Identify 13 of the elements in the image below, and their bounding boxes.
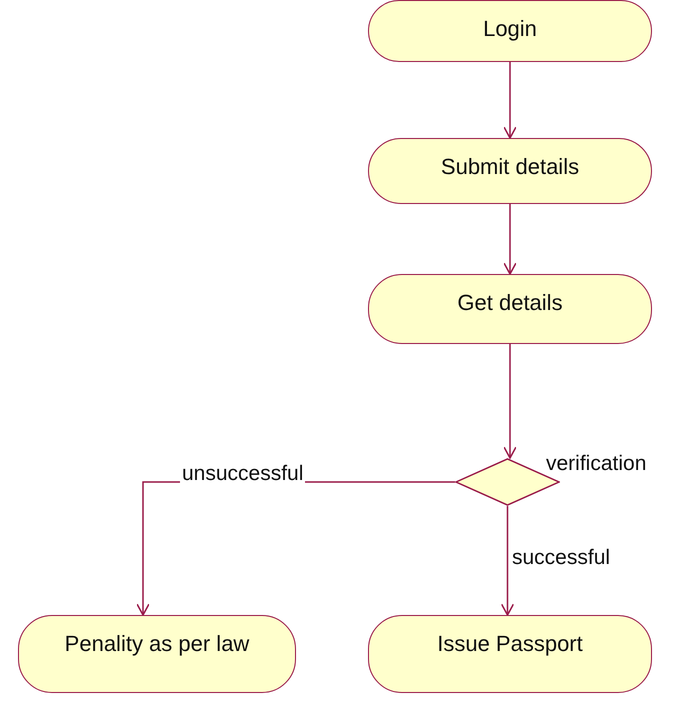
activity-label: Login <box>483 15 537 43</box>
activity-box <box>18 615 296 693</box>
activity-label: Get details <box>457 289 563 317</box>
arrow <box>503 62 517 139</box>
activity-label: Submit details <box>440 153 580 181</box>
activity-label: Issue Passport <box>437 630 583 658</box>
arrow <box>503 204 517 275</box>
edge-label: unsuccessful <box>180 462 306 486</box>
activity-box <box>368 615 652 693</box>
activity-label: Penality as per law <box>64 630 250 658</box>
arrow <box>500 506 514 616</box>
arrow <box>503 344 517 459</box>
node-caption: verification <box>546 452 646 476</box>
